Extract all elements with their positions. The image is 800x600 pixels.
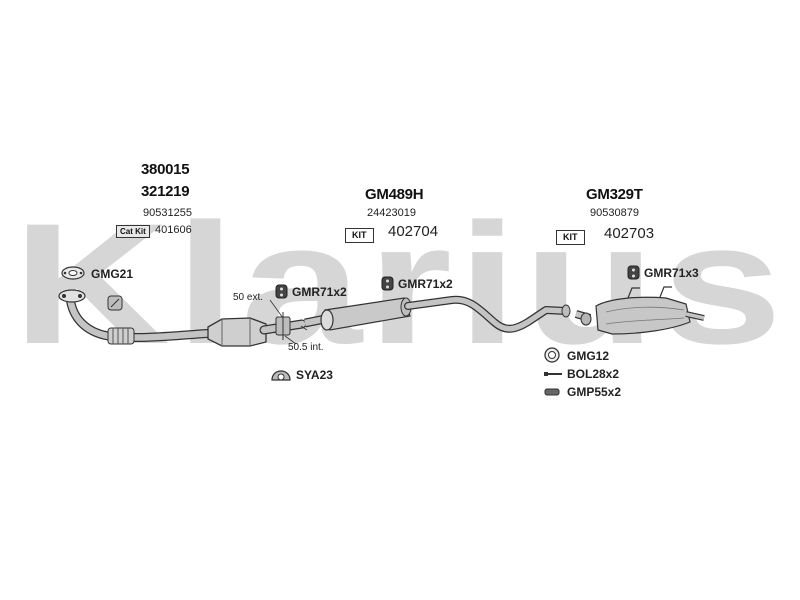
measurement-ext: 50 ext. (233, 292, 264, 303)
front-oe-number: 90531255 (143, 207, 192, 219)
rear-kit-number: 402703 (604, 225, 655, 242)
middle-kit-number: 402704 (388, 223, 439, 240)
fitting-gmg21-label: GMG21 (91, 267, 134, 281)
middle-oe-number: 24423019 (367, 207, 416, 219)
fitting-bol28x2-label: BOL28x2 (567, 367, 620, 381)
middle-part-number: GM489H (365, 186, 424, 203)
rear-silencer (574, 286, 705, 335)
clamp-sya23-icon (271, 370, 291, 381)
front-kit-number: 401606 (155, 224, 192, 236)
gasket-gmg21-icon (61, 266, 85, 280)
measurement-int: 50.5 int. (288, 342, 324, 353)
front-downpipe (58, 289, 220, 345)
fitting-gmr71x2-a-label: GMR71x2 (292, 285, 347, 299)
gasket-gmg12-icon (544, 347, 560, 363)
fitting-gmp55x2-label: GMP55x2 (567, 385, 622, 399)
nut-gmp55x2-icon (544, 388, 560, 396)
rear-part-number: GM329T (586, 186, 643, 203)
rear-kit-label: KIT (556, 230, 585, 245)
catalytic-converter (207, 312, 307, 347)
front-part-number-1: 380015 (141, 161, 190, 178)
rear-oe-number: 90530879 (590, 207, 639, 219)
fitting-gmr71x3-label: GMR71x3 (644, 266, 699, 280)
middle-kit-label: KIT (345, 228, 374, 243)
front-kit-label: Cat Kit (116, 225, 150, 238)
bolt-bol28x2-icon (544, 372, 562, 376)
connecting-pipe (404, 295, 571, 333)
front-part-number-2: 321219 (141, 183, 190, 200)
fitting-sya23-label: SYA23 (296, 368, 333, 382)
rubber-mount-gmr71x2-b-icon (381, 276, 394, 291)
middle-silencer (304, 297, 412, 331)
rubber-mount-gmr71x2-a-icon (275, 284, 288, 299)
sensor-icon (107, 295, 123, 311)
fitting-gmg12-label: GMG12 (567, 349, 610, 363)
flex-joint (107, 327, 135, 345)
watermark-logo: Klarius (13, 188, 788, 380)
fitting-gmr71x2-b-label: GMR71x2 (398, 277, 453, 291)
rubber-mount-gmr71x3-icon (627, 265, 640, 280)
